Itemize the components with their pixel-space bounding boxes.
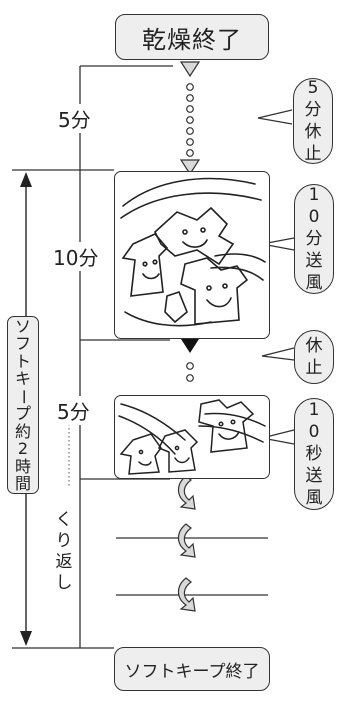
drying-complete-box: 乾燥終了 xyxy=(115,14,269,60)
wait-dots-1 xyxy=(186,83,194,157)
repeat-label: く り 返 し xyxy=(52,510,76,594)
time-label-second: 10分 xyxy=(51,242,101,271)
time-label-first: 5分 xyxy=(56,104,93,133)
callout-blow-10min-char: 1 xyxy=(308,185,320,205)
soft-keep-complete-label: ソフトキープ終了 xyxy=(124,661,260,682)
callout-rest-5min-char: 分 xyxy=(304,100,322,120)
callout-blow-10sec-char: 送 xyxy=(305,466,323,486)
repeat-arrows xyxy=(177,475,196,612)
callout-blow-10sec-char: 風 xyxy=(305,488,323,508)
soft-keep-label-char: ー xyxy=(13,388,33,405)
duration-arrow-down xyxy=(20,631,32,646)
tumbling-clothes-image xyxy=(120,177,266,327)
down-triangle-2 xyxy=(179,159,201,176)
down-triangle-3 xyxy=(181,339,199,353)
soft-keep-label-char: 間 xyxy=(14,474,31,493)
time-label-third: 5分 xyxy=(55,396,92,425)
repeat-label-char: し xyxy=(55,573,73,593)
soft-keep-label-char: プ xyxy=(14,404,31,423)
repeat-label-char: 返 xyxy=(55,552,73,572)
soft-keep-complete-box: ソフトキープ終了 xyxy=(114,647,270,691)
callout-rest-5min-char: 休 xyxy=(304,122,322,142)
callout-rest-5min-char: 止 xyxy=(304,144,322,164)
callout-rest-5min-char: 5 xyxy=(307,78,319,98)
callout-blow-10min-char: 送 xyxy=(305,251,323,271)
callout-blow-10sec-char: 秒 xyxy=(305,444,323,464)
soft-keep-duration-label: ソ フ ト キ ー プ 約 2 時 間 xyxy=(7,316,39,494)
soft-keep-label-char: フ xyxy=(14,334,31,353)
callout-blow-10min: 1 0 分 送 風 xyxy=(294,184,334,294)
callout-blow-10min-char: 風 xyxy=(305,273,323,293)
clothes-wind-illustration-small xyxy=(114,395,270,479)
windblown-clothes-image xyxy=(118,399,266,475)
clothes-wind-illustration-large xyxy=(114,171,270,339)
down-triangle-1 xyxy=(179,61,201,78)
callout-rest-char: 休 xyxy=(305,336,323,356)
drying-complete-label: 乾燥終了 xyxy=(142,25,242,54)
soft-keep-label-char: 2 xyxy=(17,439,29,458)
soft-keep-label-char: ソ xyxy=(14,316,31,336)
duration-arrow-up xyxy=(20,172,32,187)
callout-rest-5min: 5 分 休 止 xyxy=(293,78,333,164)
soft-keep-label-char: キ xyxy=(14,369,31,388)
callout-blow-10sec-char: 1 xyxy=(308,400,320,420)
callout-blow-10min-char: 分 xyxy=(305,229,323,249)
repeat-label-char: く xyxy=(55,510,73,530)
callout-blow-10min-char: 0 xyxy=(308,207,320,227)
soft-keep-label-char: 約 xyxy=(14,421,31,441)
wait-dots-2 xyxy=(186,362,194,382)
soft-keep-label-char: 時 xyxy=(14,456,31,476)
repeat-label-char: り xyxy=(55,531,73,551)
callout-blow-10sec-char: 0 xyxy=(308,422,320,442)
callout-blow-10sec: 1 0 秒 送 風 xyxy=(294,398,334,510)
callout-rest: 休 止 xyxy=(294,330,334,384)
callout-rest-char: 止 xyxy=(305,358,323,378)
soft-keep-label-char: ト xyxy=(14,351,31,371)
